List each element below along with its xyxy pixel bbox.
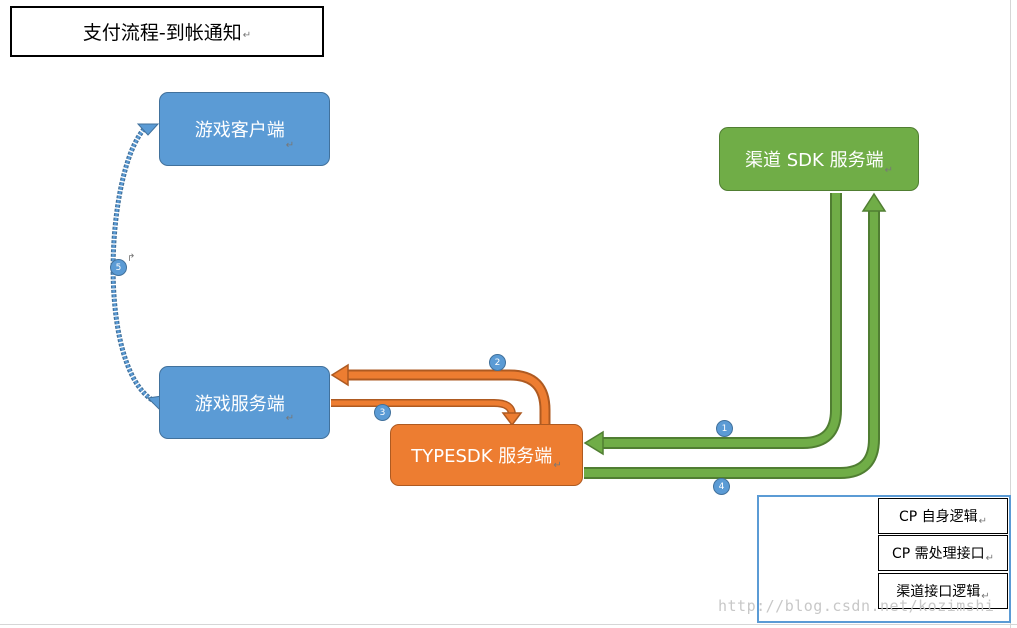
page-border-right (1010, 0, 1011, 628)
paragraph-mark: ↵ (242, 30, 252, 41)
arrow-head-step-2 (330, 363, 349, 387)
node-game-client-label: 游戏客户端 (194, 120, 285, 141)
legend-text-green: 渠道接口逻辑 (896, 584, 981, 600)
paragraph-mark: ↵ (978, 516, 988, 527)
node-game-client: 游戏客户端↵ (159, 92, 330, 166)
step-badge-1: 1 (716, 420, 733, 437)
paragraph-mark: ↵ (553, 460, 562, 471)
node-channel-sdk-server-label: 渠道 SDK 服务端 (745, 150, 884, 171)
legend-text-blue: CP 自身逻辑 (898, 509, 978, 525)
diagram-title-text: 支付流程-到帐通知 (82, 22, 242, 44)
legend-text-orange: CP 需处理接口 (891, 546, 985, 562)
curve-handle-icon: ↱ (127, 253, 136, 264)
step-badge-3: 3 (374, 404, 391, 421)
node-typesdk-server: TYPESDK 服务端↵ (390, 424, 583, 486)
arrow-head-step-3 (501, 412, 523, 427)
arrow-step-1 (602, 193, 842, 449)
paragraph-mark: ↵ (985, 553, 995, 564)
diagram-title: 支付流程-到帐通知↵ (10, 6, 324, 57)
paragraph-mark: ↵ (981, 591, 990, 602)
step-badge-2: 2 (489, 354, 506, 371)
node-game-server: 游戏服务端↵ (159, 366, 330, 439)
legend-label-green: 渠道接口逻辑↵ (878, 573, 1008, 609)
step-badge-4: 4 (713, 478, 730, 495)
arrow-head-step-1 (583, 430, 604, 456)
paragraph-mark: ↵ (285, 413, 295, 424)
legend-label-orange: CP 需处理接口↵ (878, 535, 1008, 571)
node-channel-sdk-server: 渠道 SDK 服务端↵ (719, 127, 919, 191)
watermark: http://blog.csdn.net/kozimshi (718, 597, 995, 615)
paragraph-mark: ↵ (285, 140, 295, 151)
arrow-head-step-5 (136, 123, 160, 136)
node-typesdk-server-label: TYPESDK 服务端 (411, 446, 553, 467)
node-game-server-label: 游戏服务端 (194, 393, 285, 415)
step-badge-5: 5 (110, 259, 127, 276)
arrow-head-step-4 (861, 192, 887, 212)
legend-label-blue: CP 自身逻辑↵ (878, 498, 1008, 534)
paragraph-mark: ↵ (884, 165, 893, 176)
page-border-bottom (0, 624, 1017, 625)
